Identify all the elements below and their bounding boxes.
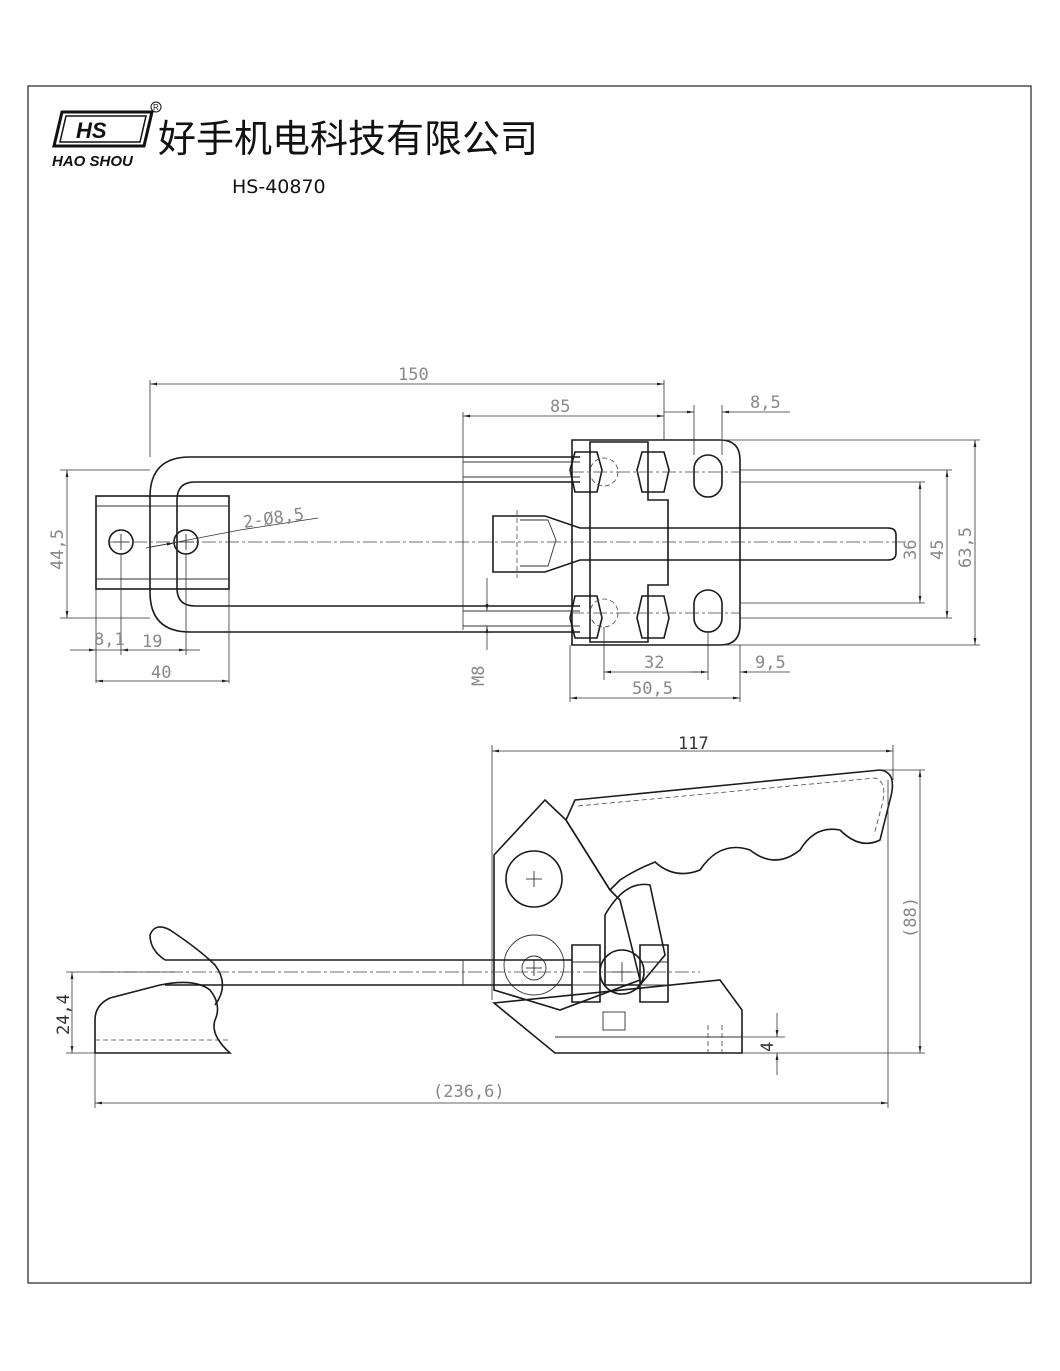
side-view-dimensions: 117 (88) 24,4 4 (236,6) <box>54 734 925 1108</box>
dim-19: 19 <box>142 632 162 652</box>
logo-subtitle: HAO SHOU <box>52 153 134 170</box>
drawing-border <box>27 85 1032 1284</box>
dim-236-6: (236,6) <box>433 1082 505 1102</box>
top-view-drawing <box>95 439 910 646</box>
dim-4: 4 <box>758 1042 778 1052</box>
top-view-dimensions: 150 85 8,5 44,5 2-Ø8,5 8,1 19 40 <box>48 365 980 702</box>
dim-8-5: 8,5 <box>750 393 781 413</box>
side-view-drawing <box>94 769 894 1054</box>
dim-36: 36 <box>901 540 921 560</box>
dim-40: 40 <box>151 663 171 683</box>
dim-45: 45 <box>928 540 948 560</box>
dim-88: (88) <box>901 897 921 938</box>
dim-2-holes: 2-Ø8,5 <box>242 505 306 533</box>
dim-117: 117 <box>678 734 709 754</box>
dim-44-5: 44,5 <box>48 529 68 570</box>
registered-mark-icon: R <box>153 103 159 112</box>
dim-50-5: 50,5 <box>632 679 673 699</box>
dim-32: 32 <box>644 653 664 673</box>
company-name: 好手机电科技有限公司 <box>158 117 538 161</box>
company-logo: HS R HAO SHOU <box>52 101 162 170</box>
dim-63-5: 63,5 <box>956 527 976 568</box>
dim-150: 150 <box>398 365 429 385</box>
dim-8-1: 8,1 <box>94 630 125 650</box>
dim-24-4: 24,4 <box>54 994 74 1035</box>
logo-mark: HS <box>76 118 107 143</box>
dim-m8: M8 <box>469 666 489 686</box>
dim-9-5: 9,5 <box>755 653 786 673</box>
model-number: HS-40870 <box>232 176 326 198</box>
dim-85: 85 <box>550 397 570 417</box>
